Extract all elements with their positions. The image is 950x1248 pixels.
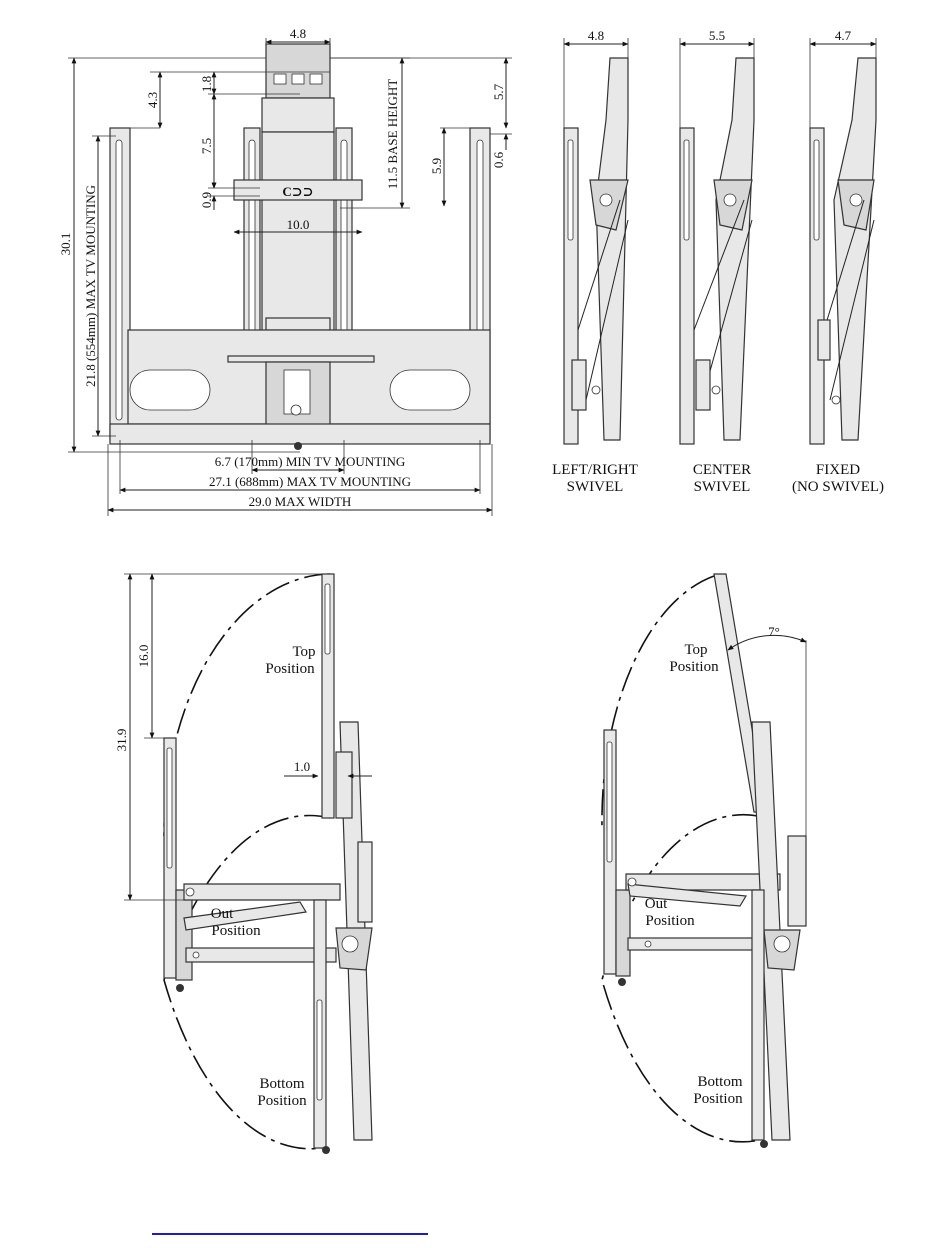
svg-text:C⊃⊃: C⊃⊃ xyxy=(282,184,313,199)
out-position-left-line1: Out xyxy=(211,906,234,922)
bottom-position-right-line2: Position xyxy=(693,1091,743,1107)
dim-31-9: 31.9 xyxy=(114,729,129,752)
out-position-left-line2: Position xyxy=(211,923,261,939)
angle-7-deg: 7° xyxy=(768,624,780,639)
out-position-right-line2: Position xyxy=(645,913,695,929)
dim-max-tv-mounting-horizontal: 27.1 (688mm) MAX TV MOUNTING xyxy=(209,474,411,489)
dim-total-height: 30.1 xyxy=(58,233,73,256)
bottom-arc-left xyxy=(163,814,331,1150)
side-label-2-line2: SWIVEL xyxy=(694,479,751,495)
bottom-position-plate-right xyxy=(751,889,765,1141)
dim-0-6: 0.6 xyxy=(491,151,506,168)
top-position-right-line1: Top xyxy=(684,642,707,658)
bottom-position-right-line1: Bottom xyxy=(697,1074,742,1090)
side-dim-1: 4.8 xyxy=(588,28,604,43)
dim-7-5: 7.5 xyxy=(199,138,214,154)
dim-top-width: 4.8 xyxy=(290,26,306,41)
dim-0-9: 0.9 xyxy=(199,192,214,208)
base-plate xyxy=(109,329,491,450)
dim-max-width: 29.0 MAX WIDTH xyxy=(249,494,352,509)
dim-1-8: 1.8 xyxy=(199,76,214,92)
dim-max-tv-mounting-vertical: 21.8 (554mm) MAX TV MOUNTING xyxy=(83,185,98,387)
side-label-2-line1: CENTER xyxy=(693,462,751,478)
out-position-right-line1: Out xyxy=(645,896,668,912)
range-of-motion-right: 7° Top Position Out Position Bottom Posi… xyxy=(601,573,807,1148)
top-arc-right xyxy=(601,575,715,829)
side-label-3-line1: FIXED xyxy=(816,462,860,478)
side-label-3-line2: (NO SWIVEL) xyxy=(792,479,884,495)
top-position-left-line1: Top xyxy=(292,644,315,660)
dim-min-tv-mounting: 6.7 (170mm) MIN TV MOUNTING xyxy=(215,454,406,469)
bottom-position-left-line2: Position xyxy=(257,1093,307,1109)
side-view-left-right-swivel: 4.8 LEFT/RIGHT SWIVEL xyxy=(552,28,638,495)
side-label-1-line1: LEFT/RIGHT xyxy=(552,462,638,478)
top-position-left-line2: Position xyxy=(265,661,315,677)
dim-base-height: 11.5 BASE HEIGHT xyxy=(385,79,400,189)
left-vertical-rail xyxy=(109,127,131,441)
top-position-right-line2: Position xyxy=(669,659,719,675)
side-dim-2: 5.5 xyxy=(709,28,725,43)
dim-10-0: 10.0 xyxy=(287,217,310,232)
range-of-motion-left: 31.9 16.0 1.0 Top Position Out Position … xyxy=(114,573,373,1154)
footer-link-underline[interactable] xyxy=(152,1233,428,1235)
dim-5-7: 5.7 xyxy=(491,83,506,100)
side-view-center-swivel: 5.5 CENTER SWIVEL xyxy=(679,28,755,495)
dim-5-9: 5.9 xyxy=(429,158,444,174)
side-label-1-line2: SWIVEL xyxy=(567,479,624,495)
front-view: C⊃⊃ 4.8 4.3 xyxy=(58,26,512,516)
top-arc-left xyxy=(163,573,331,837)
dim-1-0: 1.0 xyxy=(294,759,310,774)
bottom-arc-right xyxy=(601,813,761,1143)
side-dim-3: 4.7 xyxy=(835,28,852,43)
dim-4-3: 4.3 xyxy=(145,92,160,108)
front-dimensions: 4.8 4.3 1.8 7.5 0.9 11.5 BASE HEIGHT xyxy=(58,26,512,516)
bottom-position-left-line1: Bottom xyxy=(259,1076,304,1092)
side-view-fixed: 4.7 FIXED (NO SWIVEL) xyxy=(792,28,884,495)
dim-16-0: 16.0 xyxy=(136,645,151,668)
